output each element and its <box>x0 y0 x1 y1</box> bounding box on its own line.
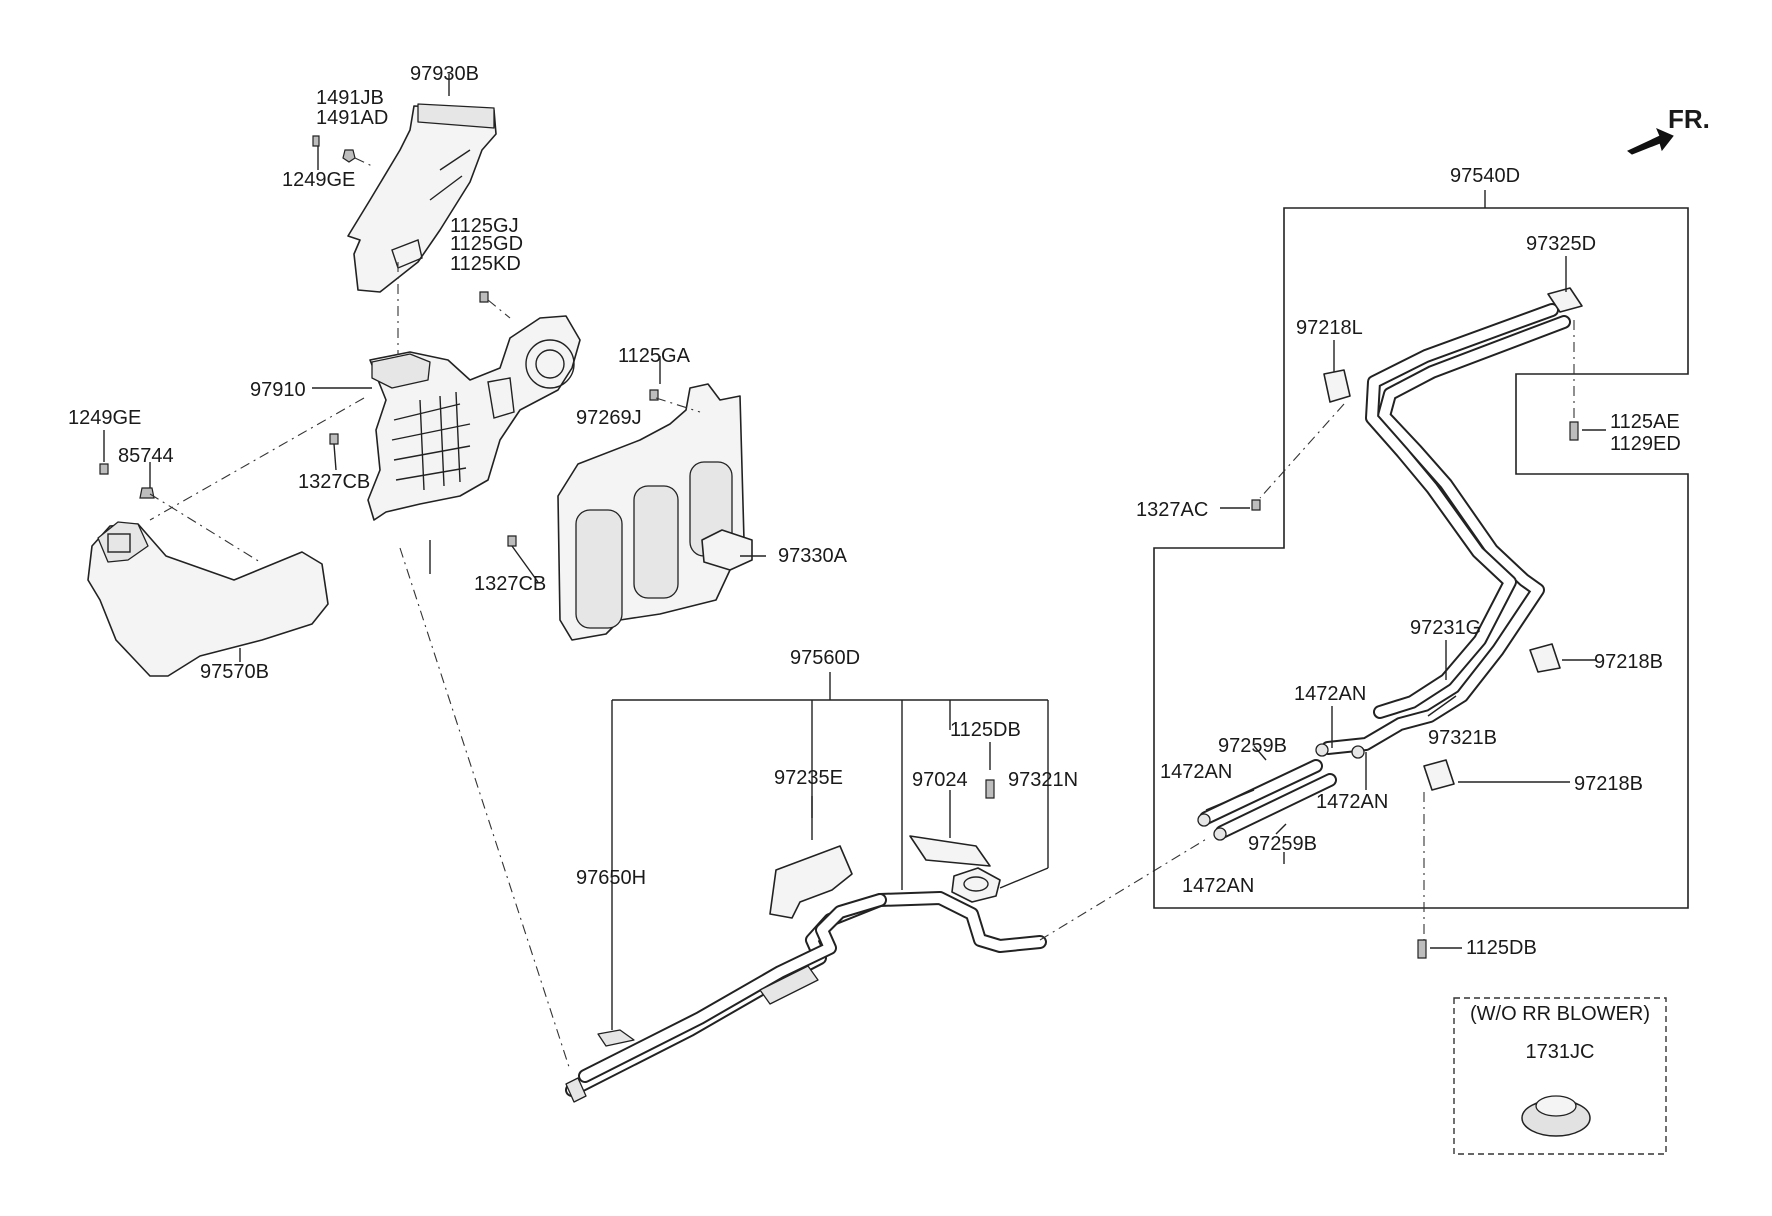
duct-97570B <box>87 521 329 677</box>
part-label-1491AD: 1491AD <box>316 107 388 129</box>
part-label-97910: 97910 <box>250 379 306 401</box>
part-label-85744: 85744 <box>118 445 174 467</box>
part-label-1125DB-right: 1125DB <box>1466 937 1537 959</box>
part-label-97560D: 97560D <box>790 647 860 669</box>
filter-97330A <box>701 529 753 571</box>
clamps-97218 <box>1323 287 1583 791</box>
front-direction-arrow: FR. <box>1627 104 1710 155</box>
part-label-97570B: 97570B <box>200 661 269 683</box>
grommet-1731JC <box>1521 1095 1591 1137</box>
hoses-97259B <box>1197 743 1365 841</box>
cover-97269J <box>557 383 745 641</box>
bolts-right <box>1251 421 1579 959</box>
part-label-1125GA: 1125GA <box>618 345 691 367</box>
part-label-1491JB: 1491JB <box>316 87 384 109</box>
part-label-97235E: 97235E <box>774 767 843 789</box>
part-label-97218L: 97218L <box>1296 317 1363 339</box>
part-label-1249GE-left: 1249GE <box>68 407 141 429</box>
part-label-1125AE: 1125AE <box>1610 411 1680 433</box>
part-label-97321N: 97321N <box>1008 769 1078 791</box>
heater-unit-97910 <box>367 315 581 574</box>
part-label-1249GE-top: 1249GE <box>282 169 355 191</box>
part-label-1327CB-b: 1327CB <box>474 573 546 595</box>
pipes-97231G <box>1321 303 1571 755</box>
part-label-97024: 97024 <box>912 769 968 791</box>
bracket-97235E <box>769 845 853 919</box>
bracket-97560D <box>611 672 1049 1030</box>
part-labels: 97930B 1491JB 1491AD 1249GE 1125GJ 1125G… <box>68 63 1681 959</box>
part-label-97325D: 97325D <box>1526 233 1596 255</box>
outline-97540D <box>1153 190 1689 909</box>
part-label-1472AN-d: 1472AN <box>1182 875 1254 897</box>
part-label-1125GD: 1125GD <box>450 233 523 255</box>
note-box: (W/O RR BLOWER) 1731JC <box>1453 997 1667 1155</box>
part-label-97540D: 97540D <box>1450 165 1520 187</box>
part-label-97650H: 97650H <box>576 867 646 889</box>
part-label-97259B-b: 97259B <box>1248 833 1317 855</box>
part-label-1327AC: 1327AC <box>1136 499 1208 521</box>
part-label-97218B-a: 97218B <box>1594 651 1663 673</box>
part-label-1472AN-a: 1472AN <box>1294 683 1366 705</box>
part-label-97330A: 97330A <box>778 545 848 567</box>
part-label-97259B-a: 97259B <box>1218 735 1287 757</box>
part-label-97930B: 97930B <box>410 63 479 85</box>
part-label-1472AN-c: 1472AN <box>1316 791 1388 813</box>
pipe-97650H <box>565 891 1047 1103</box>
duct-97930B <box>347 103 497 293</box>
part-label-1327CB-a: 1327CB <box>298 471 370 493</box>
note-part-label: 1731JC <box>1526 1041 1595 1063</box>
part-label-1472AN-b: 1472AN <box>1160 761 1232 783</box>
note-caption: (W/O RR BLOWER) <box>1470 1003 1650 1025</box>
grommet-97321N <box>951 867 1001 903</box>
part-label-97269J: 97269J <box>576 407 642 429</box>
part-label-97231G: 97231G <box>1410 617 1481 639</box>
front-label: FR. <box>1668 104 1710 134</box>
part-label-1125GJ: 1125GJ <box>450 215 519 237</box>
part-label-97218B-b: 97218B <box>1574 773 1643 795</box>
bracket-97024 <box>909 779 995 867</box>
part-label-97321B: 97321B <box>1428 727 1497 749</box>
part-label-1125KD: 1125KD <box>450 253 521 275</box>
part-label-1129ED: 1129ED <box>1610 433 1681 455</box>
part-label-1125DB-mid: 1125DB <box>950 719 1021 741</box>
bolt-markers-left <box>99 135 659 547</box>
